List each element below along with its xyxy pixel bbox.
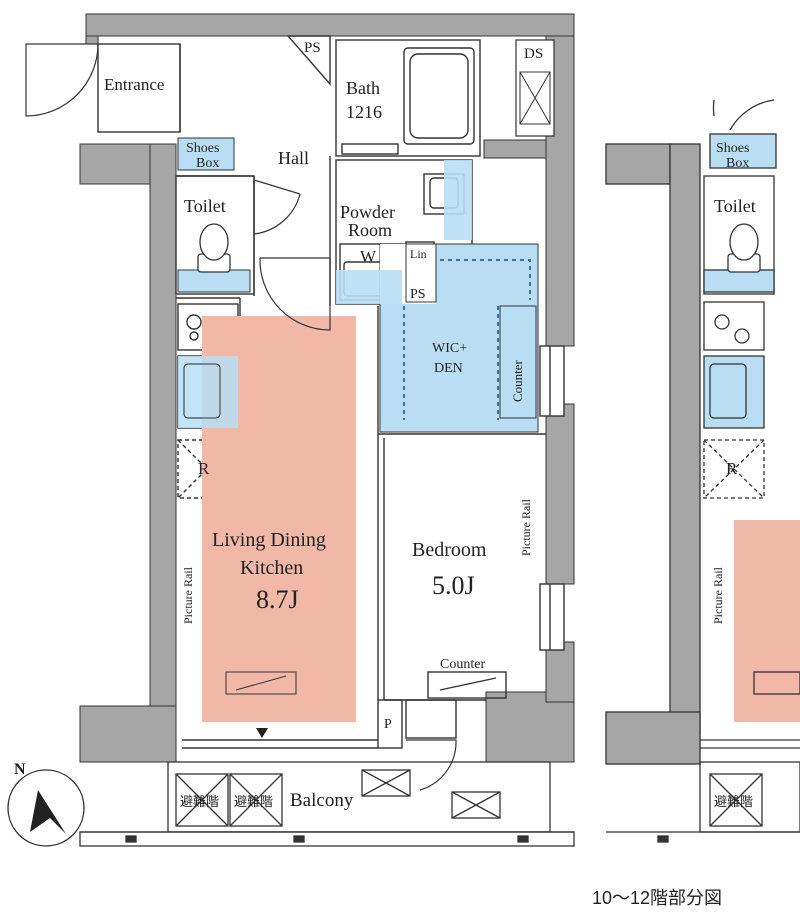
label-counter-wic: Counter <box>510 359 525 402</box>
escape-ladder-1 <box>175 773 229 827</box>
label-entrance: Entrance <box>104 75 164 94</box>
label-p: P <box>384 717 392 732</box>
partitions <box>97 35 565 749</box>
label-bath: Bath <box>346 78 380 98</box>
shoes-box-zone <box>177 137 235 171</box>
wall-right-lower <box>545 403 575 585</box>
powder-zone <box>336 270 402 304</box>
labels: Entrance PS DS Bath 1216 Shoes Box Hall … <box>14 40 756 811</box>
floor-range-caption: 10～12階部分図 <box>592 888 723 908</box>
toilet-fixture <box>197 223 231 273</box>
label-bedroom: Bedroom <box>412 539 487 561</box>
label-bath-size: 1216 <box>346 102 382 122</box>
label-box: Box <box>196 156 219 171</box>
label-ldk-2: Kitchen <box>240 557 303 579</box>
label-hall: Hall <box>278 148 309 168</box>
balcony <box>79 761 575 847</box>
label-balcony: Balcony <box>290 790 354 811</box>
label-toilet: Toilet <box>184 196 226 216</box>
wall-left-column <box>79 143 151 185</box>
label-counter-bed: Counter <box>440 657 485 672</box>
bathtub <box>403 47 475 145</box>
label-bedroom-size: 5.0J <box>432 571 475 600</box>
label-ps-top: PS <box>304 40 321 56</box>
label-washer: W <box>360 247 377 266</box>
compass <box>7 769 85 847</box>
label-compass-n: N <box>14 761 26 778</box>
partial-label-picture-rail: Picture Rail <box>711 566 725 624</box>
partial-label-toilet: Toilet <box>714 196 756 216</box>
wall-left <box>149 143 177 735</box>
partial-label-shoes: Shoes <box>716 141 749 156</box>
label-shoes: Shoes <box>186 141 219 156</box>
label-picture-rail-right: Picture Rail <box>519 498 533 556</box>
bath-room <box>335 39 481 157</box>
partial-label-box: Box <box>726 156 749 171</box>
wall-top <box>85 13 575 37</box>
bedroom-counter <box>427 671 507 699</box>
entry-marker <box>256 728 268 738</box>
wall-left-bottom <box>79 705 177 763</box>
label-wic: WIC+ <box>432 341 467 356</box>
wall-right-upper <box>483 139 547 159</box>
escape-ladder-2 <box>229 773 283 827</box>
label-ds: DS <box>524 46 543 62</box>
label-linen: Lin <box>410 247 427 261</box>
label-den: DEN <box>434 361 463 376</box>
label-picture-rail-left: Picture Rail <box>181 566 195 624</box>
label-ps-mid: PS <box>410 287 426 302</box>
partial-label-ladder: 避難階 <box>714 794 753 809</box>
label-ladder-2: 避難階 <box>234 794 273 809</box>
label-ldk-1: Living Dining <box>212 529 326 551</box>
label-ldk-size: 8.7J <box>256 585 299 614</box>
label-ladder-1: 避難階 <box>180 794 219 809</box>
toilet-tank-zone <box>177 269 251 293</box>
toilet-room <box>175 175 255 295</box>
label-room: Room <box>348 220 392 240</box>
label-powder: Powder <box>340 202 395 222</box>
wall-entrance <box>85 35 99 45</box>
partial-plan <box>605 99 800 843</box>
partial-label-refrigerator: R <box>726 459 738 478</box>
doors <box>25 43 457 791</box>
label-refrigerator: R <box>198 459 210 478</box>
stove-mark <box>225 671 297 695</box>
wall-right-mid <box>545 641 575 703</box>
zones <box>177 137 539 722</box>
walls <box>79 13 575 763</box>
